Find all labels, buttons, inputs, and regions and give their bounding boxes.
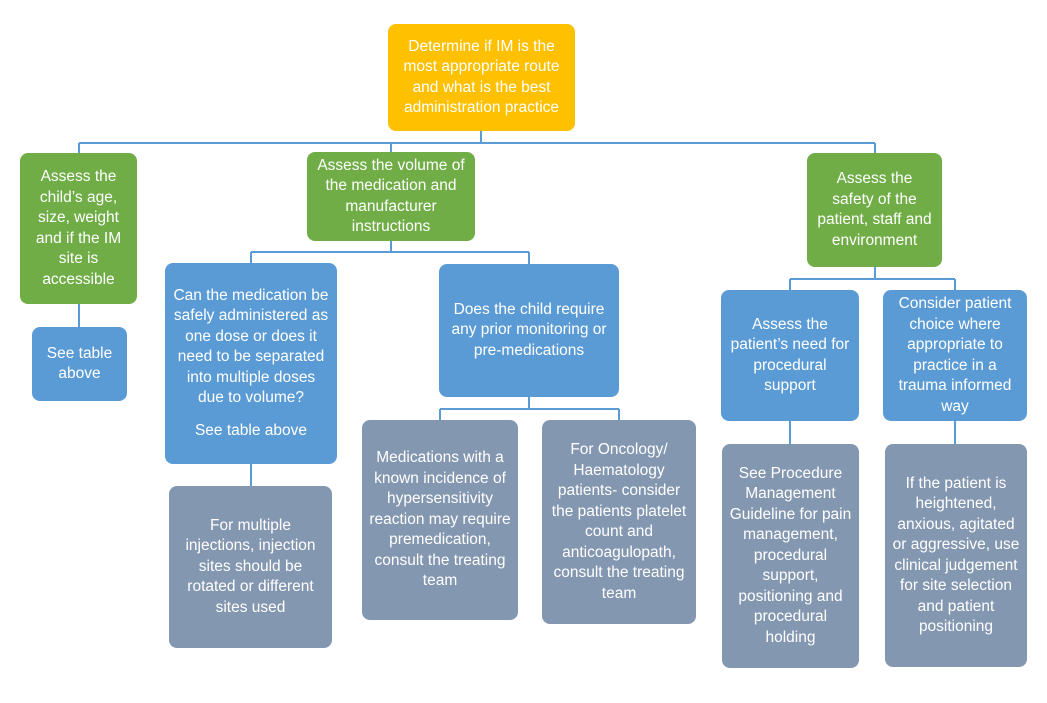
node-patient-choice: Consider patient choice where appropriat…	[883, 290, 1027, 421]
node-prior-monitoring: Does the child require any prior monitor…	[439, 264, 619, 397]
node-hypersensitivity: Medications with a known incidence of hy…	[362, 420, 518, 620]
node-procedure-guideline-text: See Procedure Management Guideline for p…	[729, 464, 852, 646]
node-procedural-support-text: Assess the patient’s need for procedural…	[730, 315, 850, 395]
node-determine-route: Determine if IM is the most appropriate …	[388, 24, 575, 131]
node-oncology: For Oncology/ Haematology patients- cons…	[542, 420, 696, 624]
node-assess-age-size-text: Assess the child’s age, size, weight and…	[35, 168, 122, 288]
node-see-table-1: See table above	[32, 327, 127, 401]
node-procedure-guideline: See Procedure Management Guideline for p…	[722, 444, 859, 668]
node-assess-age-size: Assess the child’s age, size, weight and…	[20, 153, 137, 304]
node-single-dose-text: Can the medication be safely administere…	[173, 286, 329, 407]
node-assess-volume-text: Assess the volume of the medication and …	[317, 156, 465, 236]
node-heightened-text: If the patient is heightened, anxious, a…	[892, 474, 1020, 636]
node-heightened: If the patient is heightened, anxious, a…	[885, 444, 1027, 667]
node-prior-monitoring-text: Does the child require any prior monitor…	[451, 300, 607, 359]
node-assess-volume: Assess the volume of the medication and …	[307, 152, 475, 241]
node-single-dose-subtext: See table above	[194, 421, 308, 439]
node-see-table-1-text: See table above	[46, 344, 113, 383]
node-single-dose: Can the medication be safely administere…	[165, 263, 337, 464]
node-assess-safety-text: Assess the safety of the patient, staff …	[817, 170, 932, 249]
node-procedural-support: Assess the patient’s need for procedural…	[721, 290, 859, 421]
node-multiple-injections-text: For multiple injections, injection sites…	[185, 516, 316, 616]
node-patient-choice-text: Consider patient choice where appropriat…	[898, 295, 1012, 415]
node-hypersensitivity-text: Medications with a known incidence of hy…	[369, 449, 511, 590]
node-multiple-injections: For multiple injections, injection sites…	[169, 486, 332, 648]
node-oncology-text: For Oncology/ Haematology patients- cons…	[551, 441, 687, 602]
node-assess-safety: Assess the safety of the patient, staff …	[807, 153, 942, 267]
node-determine-route-text: Determine if IM is the most appropriate …	[403, 37, 560, 117]
